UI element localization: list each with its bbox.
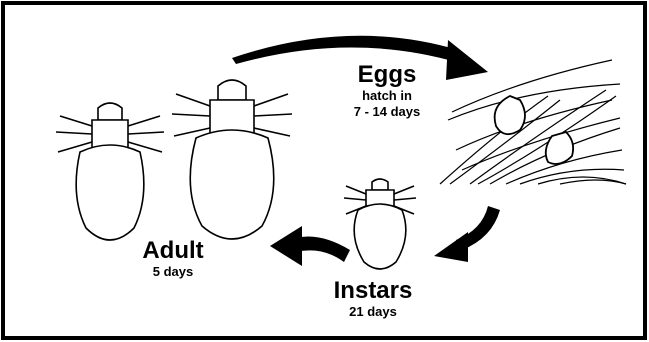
instars-duration: 21 days — [318, 304, 428, 320]
eggs-title: Eggs — [332, 62, 442, 88]
hair-with-eggs — [440, 60, 626, 184]
arrow-to-instars — [434, 206, 500, 262]
instars-label-group: Instars 21 days — [318, 278, 428, 320]
adult-louse-small — [56, 103, 164, 240]
eggs-hatch-line: hatch in — [332, 88, 442, 104]
instars-title: Instars — [318, 278, 428, 304]
eggs-label-group: Eggs hatch in 7 - 14 days — [332, 62, 442, 120]
adult-title: Adult — [118, 238, 228, 264]
adult-label-group: Adult 5 days — [118, 238, 228, 280]
eggs-days-line: 7 - 14 days — [332, 104, 442, 120]
adult-duration: 5 days — [118, 264, 228, 280]
arrow-to-adult — [270, 226, 350, 266]
adult-louse-large — [172, 80, 292, 239]
instar-louse — [344, 179, 416, 269]
